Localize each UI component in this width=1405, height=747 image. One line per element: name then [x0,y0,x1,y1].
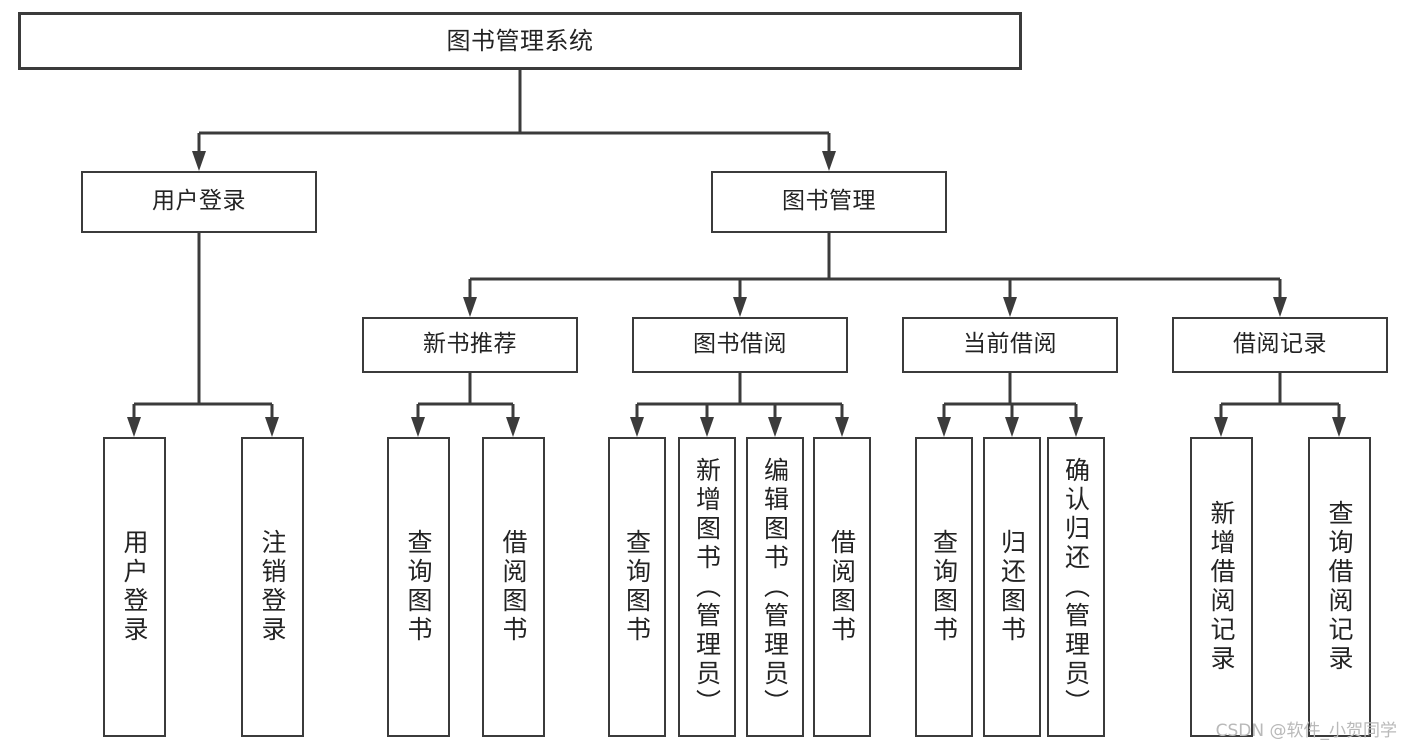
node-book-borrow[interactable]: 图书借阅 [632,317,848,373]
node-book-borrow-label: 图书借阅 [693,331,787,358]
node-leaf-query-book-1[interactable]: 查询图书 [387,437,450,737]
node-leaf-borrow-book-2-label: 借阅图书 [827,529,857,645]
node-book-manage-label: 图书管理 [782,188,876,215]
node-leaf-return-book[interactable]: 归还图书 [983,437,1041,737]
node-leaf-user-login-label: 用户登录 [120,529,149,645]
node-leaf-query-book-2[interactable]: 查询图书 [608,437,666,737]
node-current-borrow[interactable]: 当前借阅 [902,317,1118,373]
node-borrow-record[interactable]: 借阅记录 [1172,317,1388,373]
node-leaf-add-book-admin[interactable]: 新增图书（管理员） [678,437,736,737]
node-leaf-confirm-return-admin[interactable]: 确认归还（管理员） [1047,437,1105,737]
node-leaf-add-book-admin-label: 新增图书（管理员） [692,456,722,718]
node-current-borrow-label: 当前借阅 [963,331,1057,358]
node-leaf-query-borrow-record[interactable]: 查询借阅记录 [1308,437,1371,737]
node-user-login-label: 用户登录 [152,188,246,215]
node-leaf-query-borrow-record-label: 查询借阅记录 [1325,500,1354,674]
node-leaf-confirm-return-admin-label: 确认归还（管理员） [1061,456,1091,718]
node-leaf-edit-book-admin[interactable]: 编辑图书（管理员） [746,437,804,737]
node-leaf-edit-book-admin-label: 编辑图书（管理员） [760,456,790,718]
node-user-login[interactable]: 用户登录 [81,171,317,233]
node-root-system[interactable]: 图书管理系统 [18,12,1022,70]
node-leaf-logout-login-label: 注销登录 [258,529,287,645]
node-root-label: 图书管理系统 [446,26,594,55]
node-leaf-logout-login[interactable]: 注销登录 [241,437,304,737]
node-leaf-query-book-1-label: 查询图书 [404,529,433,645]
node-new-book-recommend[interactable]: 新书推荐 [362,317,578,373]
node-leaf-query-book-3-label: 查询图书 [929,529,959,645]
watermark-text: CSDN @软件_小贺同学 [1215,721,1397,741]
node-leaf-borrow-book-2[interactable]: 借阅图书 [813,437,871,737]
node-borrow-record-label: 借阅记录 [1233,331,1327,358]
node-leaf-query-book-2-label: 查询图书 [622,529,652,645]
node-leaf-borrow-book-1[interactable]: 借阅图书 [482,437,545,737]
node-new-book-recommend-label: 新书推荐 [423,331,517,358]
node-leaf-return-book-label: 归还图书 [997,529,1027,645]
node-leaf-add-borrow-record[interactable]: 新增借阅记录 [1190,437,1253,737]
node-leaf-user-login[interactable]: 用户登录 [103,437,166,737]
node-leaf-borrow-book-1-label: 借阅图书 [499,529,528,645]
node-leaf-query-book-3[interactable]: 查询图书 [915,437,973,737]
node-book-manage[interactable]: 图书管理 [711,171,947,233]
node-leaf-add-borrow-record-label: 新增借阅记录 [1207,500,1236,674]
